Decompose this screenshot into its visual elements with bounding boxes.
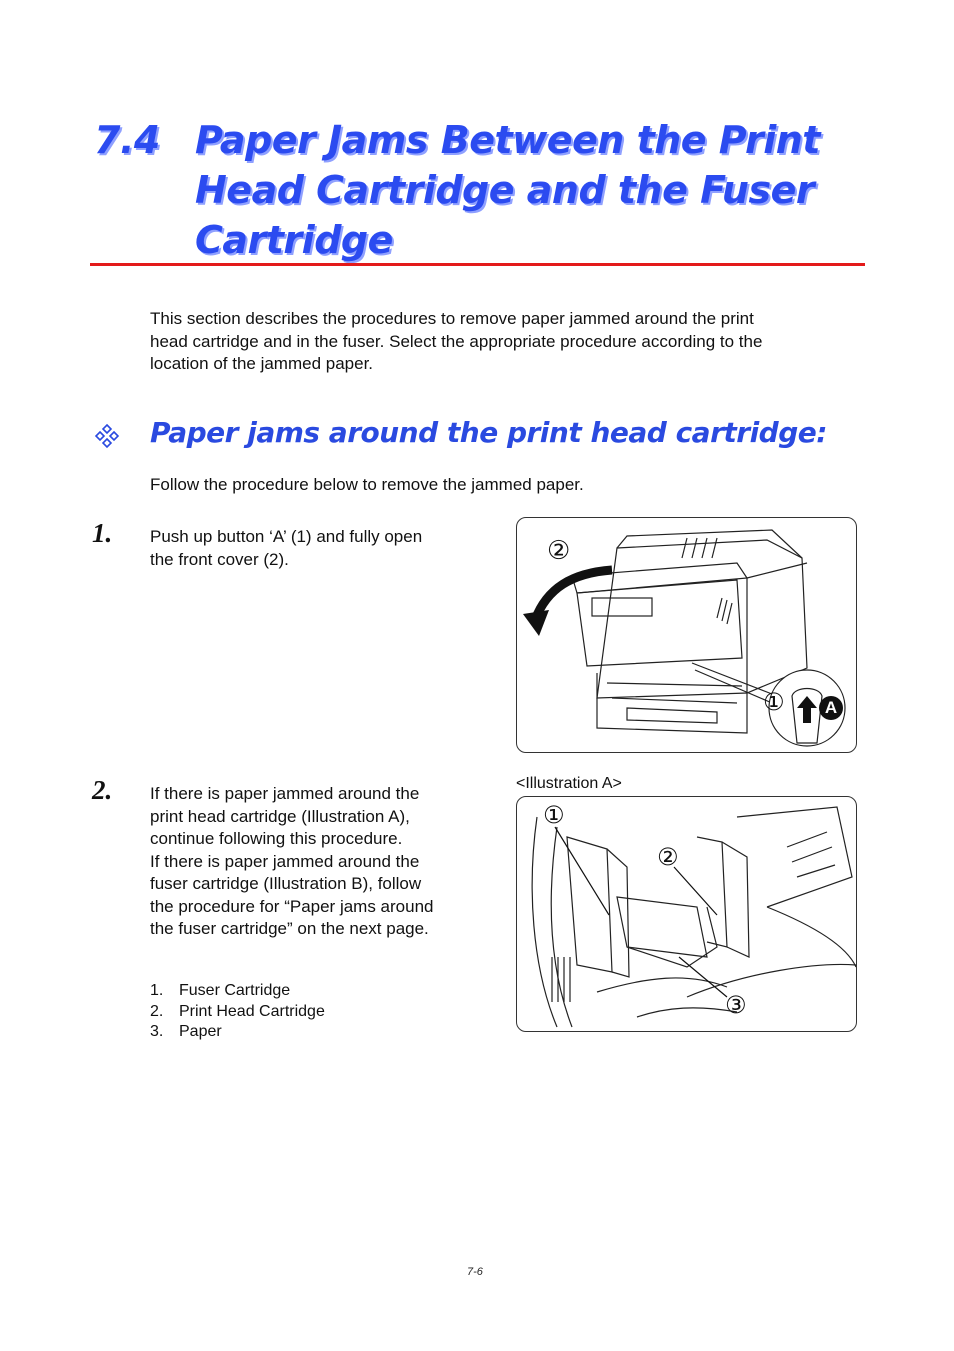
intro-line: This section describes the procedures to… [150,309,754,328]
list-item: 3. Paper [150,1022,325,1043]
printer-front-cover-illustration [523,529,846,747]
intro-paragraph: This section describes the procedures to… [150,308,870,376]
step-1-text: Push up button ‘A’ (1) and fully open th… [150,526,480,571]
figure-illustration-a: ① ② ③ [516,796,857,1032]
subsection-title: Paper jams around the print head cartrid… [150,416,827,449]
parts-list: 1. Fuser Cartridge 2. Print Head Cartridge… [150,981,325,1043]
print-head-jam-illustration [531,806,856,1028]
intro-line: head cartridge and in the fuser. Select … [150,331,763,351]
page-number: 7-6 [467,1266,483,1278]
step-2-text: If there is paper jammed around the prin… [150,783,490,941]
figure-open-front-cover: ② ① A [516,517,857,753]
list-item-label: Paper [179,1023,222,1040]
step-2-line: the procedure for “Paper jams around [150,896,434,916]
step-2-line: If there is paper jammed around the [150,851,420,871]
callout-a-badge: A [819,696,843,720]
list-item-number: 1. [150,982,164,999]
list-item-label: Print Head Cartridge [179,1002,325,1020]
step-2-number: 2. [92,775,113,805]
heading-rule [90,263,865,266]
list-item: 1. Fuser Cartridge [150,981,325,1002]
four-diamond-bullet-icon [94,423,120,449]
subsection-intro: Follow the procedure below to remove the… [150,475,584,494]
list-item-number: 2. [150,1002,164,1020]
callout-1: ① [543,801,565,829]
step-2-line: the fuser cartridge” on the next page. [150,919,429,938]
list-item-label: Fuser Cartridge [179,982,291,999]
section-title-line-1: Paper Jams Between the Print [195,118,820,162]
step-1-line: the front cover (2). [150,549,289,569]
section-title-line-2: Head Cartridge and the Fuser [195,168,815,212]
list-item: 2. Print Head Cartridge [150,1002,325,1023]
step-2-line: continue following this procedure. [150,829,403,848]
callout-1: ① [763,688,785,716]
step-1-number: 1. [92,518,113,548]
callout-2: ② [657,843,679,871]
section-number: 7.4 [94,118,160,162]
step-2-line: If there is paper jammed around the [150,784,420,803]
step-2-line: fuser cartridge (Illustration B), follow [150,874,422,893]
callout-3: ③ [725,991,747,1019]
step-1-line: Push up button ‘A’ (1) and fully open [150,527,423,546]
figure-caption: <Illustration A> [516,775,622,792]
intro-line: location of the jammed paper. [150,354,374,373]
callout-2: ② [547,536,571,566]
step-2-line: print head cartridge (Illustration A), [150,806,410,826]
section-title-line-3: Cartridge [195,218,393,262]
list-item-number: 3. [150,1023,164,1040]
